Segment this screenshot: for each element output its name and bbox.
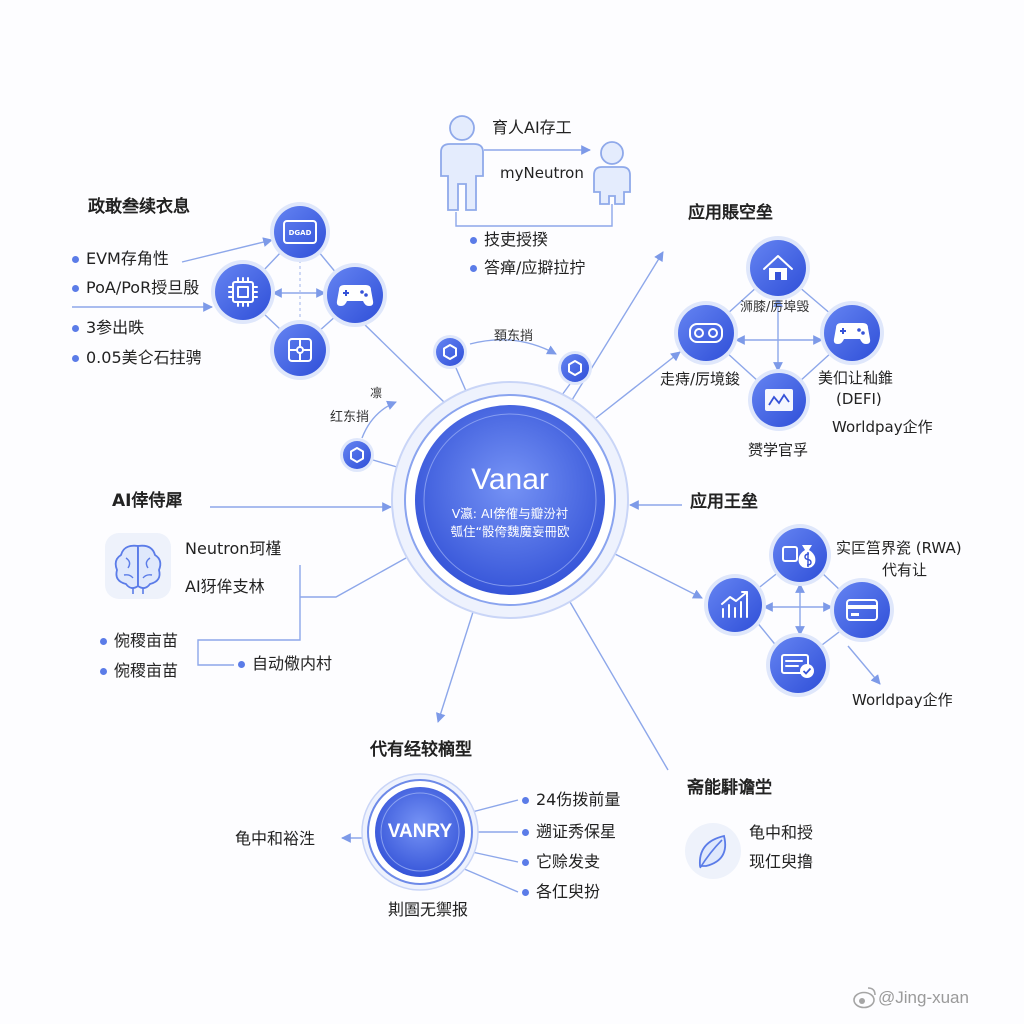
left-mid-title: AI倖侍犀 (112, 491, 183, 511)
connector-line (317, 250, 338, 275)
connector-line (300, 557, 407, 598)
connectors (72, 145, 881, 893)
connector-line (561, 383, 571, 396)
connector-line (455, 367, 467, 392)
token-bullet: 遡证秀保星 (522, 822, 616, 842)
vanry-token (361, 773, 479, 891)
top-right-label: (DEFI) (836, 390, 882, 408)
badge-icon: DGAD (270, 202, 330, 262)
brain-icon (105, 533, 171, 599)
connector-arrow (181, 237, 273, 263)
hex-node-icon (433, 335, 467, 369)
top-right-label: 美㐰让秈錐 (818, 369, 894, 387)
top-group-subtitle: myNeutron (500, 164, 584, 182)
small-node-label: 红东捎 (330, 410, 370, 425)
right-mid-title: 应用王垒 (690, 492, 758, 512)
center-subtitle: V瀛: AI倴傕与瓣汾衬 (451, 506, 569, 521)
token-bullet: 它赊发叏 (522, 852, 600, 872)
connector-arrow (361, 400, 397, 439)
chip-icon (211, 260, 275, 324)
connector-line (261, 250, 283, 273)
connector-bracket (455, 204, 613, 227)
token-title: 代有经较樀型 (370, 740, 472, 760)
person-icon (593, 141, 631, 205)
connector-arrow (469, 339, 557, 355)
watermark-text: @Jing-xuan (878, 988, 969, 1007)
person-icon (440, 115, 484, 211)
badge-text: DGAD (289, 229, 312, 237)
hex-node-icon (340, 438, 374, 472)
weibo-logo-icon (853, 987, 876, 1009)
money-bag-icon (769, 524, 831, 586)
center-hub (391, 381, 629, 619)
top-right-label: 浉膝/厉埠毁 (740, 300, 810, 315)
top-left-bullet: EVM存角性 (72, 249, 169, 269)
connector-line (725, 285, 759, 316)
gamepad-icon (820, 301, 884, 365)
payment-icon (766, 633, 830, 697)
growth-chart-icon (704, 574, 766, 636)
left-mid-line: Neutron珂槿 (185, 539, 282, 558)
eco-line: 现仜臾撸 (749, 852, 814, 871)
eco-line: 龟中和授 (749, 823, 814, 842)
eco-title: 斋能騑谵坣 (687, 778, 772, 798)
top-left-bullet: 3参出昳 (72, 318, 144, 338)
connector-line (797, 285, 833, 316)
token-bullet: 24伤拨前量 (522, 790, 620, 810)
right-mid-label: 代有让 (882, 561, 928, 579)
token-left-label: 龟中和裕泩 (235, 829, 316, 848)
puzzle-icon (270, 320, 330, 380)
house-icon (746, 236, 810, 300)
connector-bracket (197, 565, 301, 666)
left-mid-bullet: 倇稷亩苗 (100, 631, 178, 651)
token-name: VANRY (387, 821, 453, 842)
top-group-bullet: 技吏授揆 (470, 230, 548, 250)
vr-headset-icon (674, 301, 738, 365)
connector-line (261, 311, 283, 332)
token-bullet: 各仜臾扮 (522, 882, 600, 902)
hex-node-icon (558, 351, 592, 385)
connector-line (569, 601, 669, 771)
connector-arrow (595, 351, 681, 419)
left-mid-line: AI犽侔支林 (185, 577, 265, 596)
credit-card-icon (830, 578, 894, 642)
right-mid-partner: Worldpay企作 (852, 691, 953, 709)
connector-line (725, 351, 760, 383)
leaf-icon (685, 823, 741, 879)
top-right-partner: Worldpay企作 (832, 418, 933, 436)
top-right-label: 赟学官孚 (748, 441, 809, 459)
chart-card-icon (748, 369, 810, 431)
top-left-bullet: 0.05美仑石拄骋 (72, 348, 202, 368)
top-group-title: 育人AI存工 (492, 118, 572, 137)
connector-line (361, 321, 447, 405)
left-mid-bullet: 自动儆内村 (238, 654, 332, 674)
top-left-title: 政敢叁续衣息 (88, 197, 190, 217)
connector-line (471, 851, 519, 863)
top-right-title: 应用賬空垒 (688, 203, 773, 223)
small-node-label: 頚东捎 (494, 329, 534, 344)
connector-line (461, 867, 519, 893)
connector-line (798, 351, 833, 383)
connector-arrow (436, 611, 474, 723)
connector-arrow (847, 645, 881, 685)
top-group-bullet: 答瘅/应擗拉拧 (470, 258, 585, 278)
connector-line (471, 799, 519, 813)
connector-line (372, 459, 398, 468)
small-node-mark: 凛 (370, 386, 383, 400)
gamepad-icon (323, 263, 387, 327)
center-subtitle: 瓠住“骰侉魏魔妄冊欧 (450, 524, 570, 539)
top-left-bullet: PoA/PoR授旦殷 (72, 278, 199, 298)
left-mid-bullet: 倇稷亩苗 (100, 661, 178, 681)
connector-arrow (614, 553, 703, 599)
center-title: Vanar (471, 463, 549, 496)
right-mid-label: 实匞筥界瓷 (RWA) (836, 539, 962, 557)
token-bottom-label: 剘圄无禦报 (388, 900, 469, 919)
top-right-label: 走痔/厉境鋑 (660, 370, 741, 388)
